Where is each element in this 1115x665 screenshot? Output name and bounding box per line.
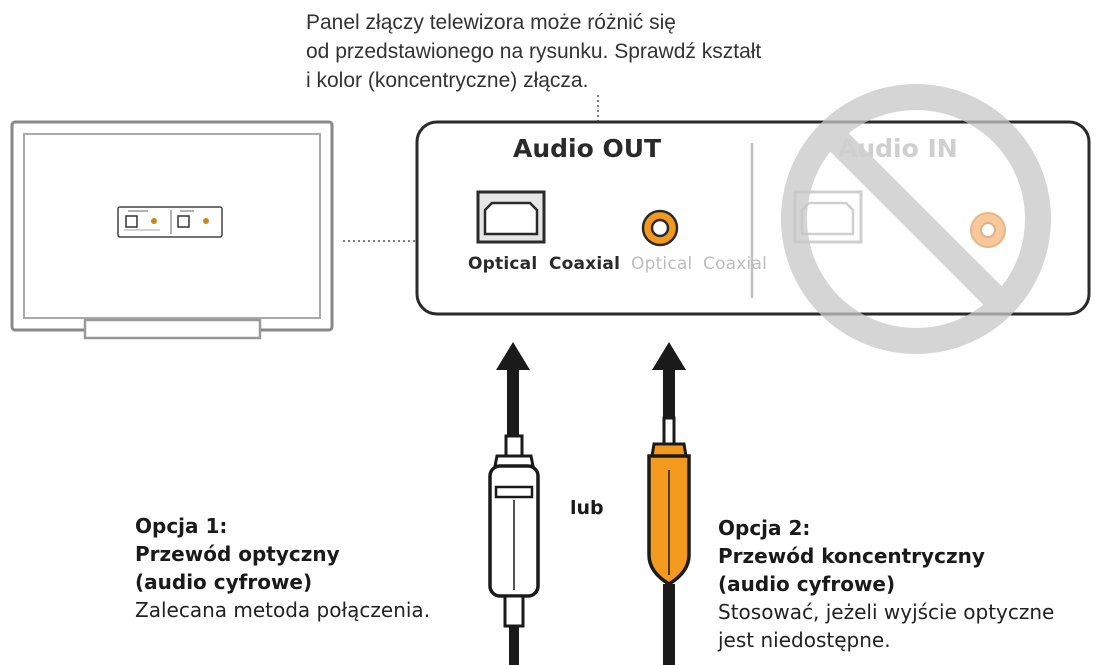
optical-port-faded-label: Optical [631,254,693,274]
or-label: lub [570,497,604,519]
prohibited-icon [781,84,1051,354]
option-1-description: Zalecana metoda połączenia. [135,598,431,622]
option-2-description-line-1: Stosować, jeżeli wyjście optyczne [718,600,1055,624]
option-2-description-line-2: jest niedostępne. [718,628,891,652]
up-arrow-icon-optical [496,342,530,438]
note-line-3: i kolor (koncentryczne) złącza. [306,69,589,92]
option-1-type: (audio cyfrowe) [135,570,313,594]
coaxial-port-faded-icon [970,212,1006,248]
option-1-title: Opcja 1: [135,514,228,538]
optical-port-label: Optical [468,254,538,274]
panel-variation-note: Panel złączy telewizora może różnić się … [306,8,946,95]
coaxial-port-icon [641,209,679,247]
option-2-type: (audio cyfrowe) [718,572,896,596]
option-2-title: Opcja 2: [718,516,811,540]
up-arrow-icon-coaxial [652,342,686,418]
note-line-2: od przedstawionego na rysunku. Sprawdź k… [306,40,762,63]
optical-cable-icon [488,434,540,665]
option-2-cable: Przewód koncentryczny [718,544,985,568]
coaxial-port-label: Coaxial [549,254,621,274]
option-1-cable: Przewód optyczny [135,542,340,566]
connector-panel [415,120,1091,316]
option-1-caption: Opcja 1: Przewód optyczny (audio cyfrowe… [135,512,430,624]
coaxial-port-faded-label: Coaxial [703,254,768,274]
tv-connector-panel-icon [117,206,223,238]
audio-in-label: Audio IN [838,134,958,163]
optical-port-icon [476,190,546,244]
option-2-caption: Opcja 2: Przewód koncentryczny (audio cy… [718,514,1054,654]
note-line-1: Panel złączy telewizora może różnić się [306,11,676,34]
audio-out-label: Audio OUT [513,134,662,163]
tv-icon [10,120,334,340]
coaxial-cable-icon [647,416,691,665]
